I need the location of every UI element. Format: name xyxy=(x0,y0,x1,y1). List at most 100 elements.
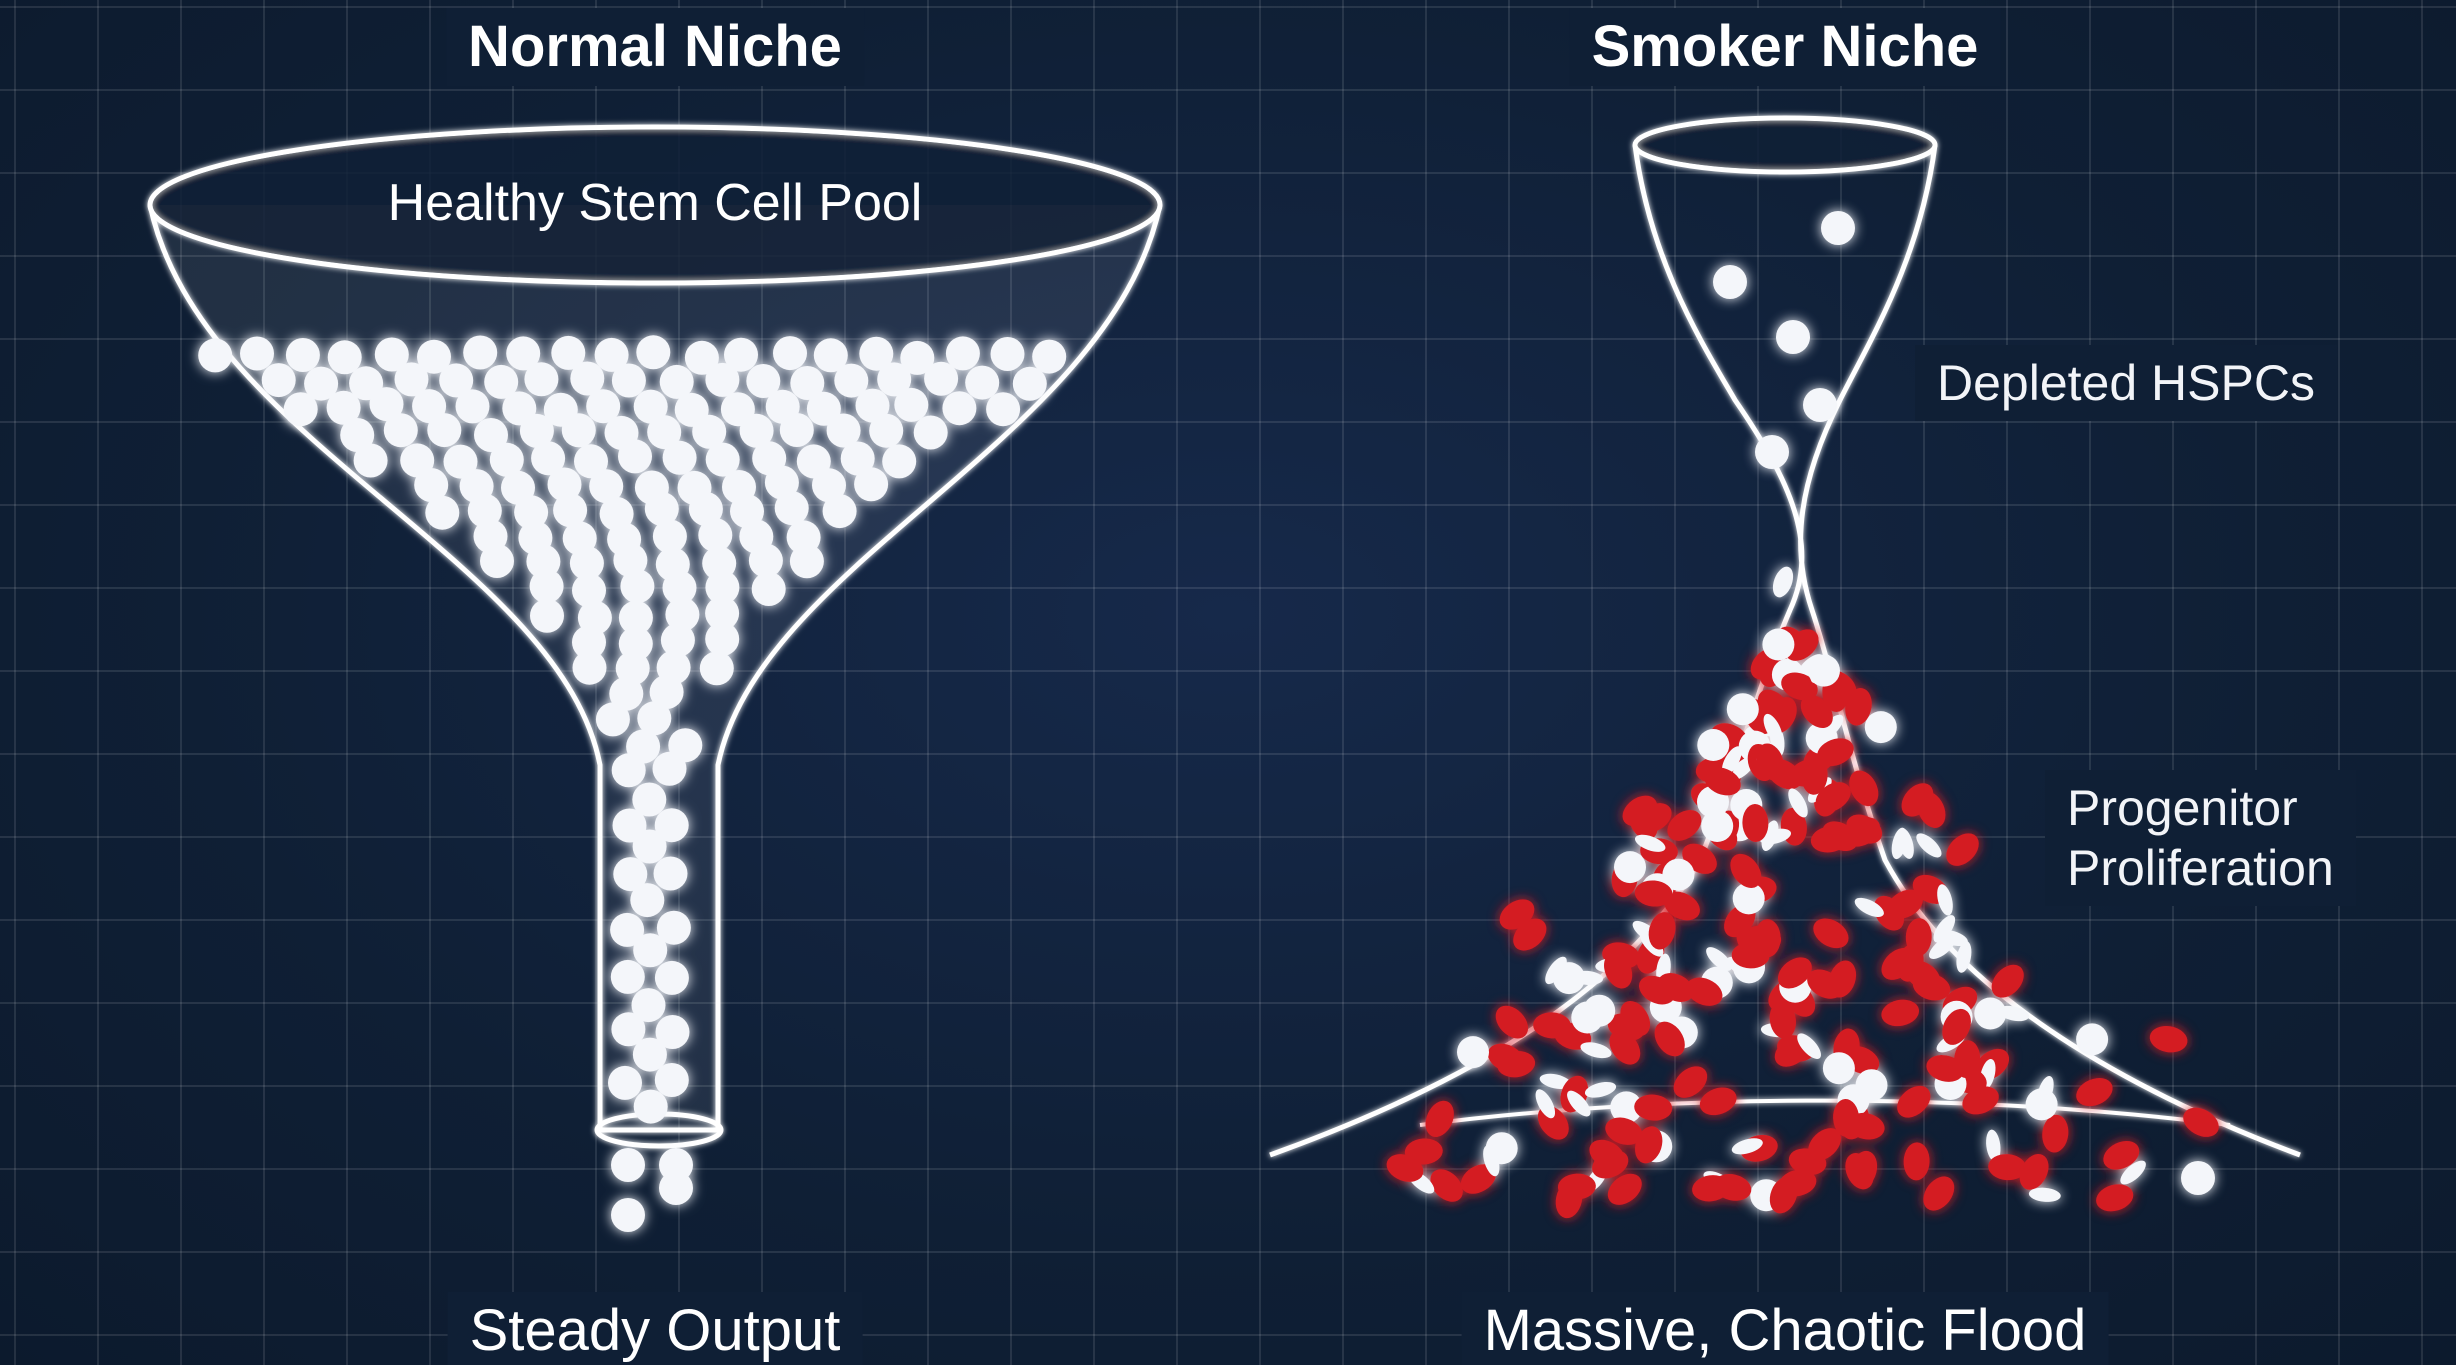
stem-cell xyxy=(1912,829,1945,861)
stem-cell xyxy=(1808,655,1840,687)
stem-cell xyxy=(790,544,824,578)
stem-cell xyxy=(427,413,461,447)
proliferation-label-line-2: Proliferation xyxy=(2067,838,2334,898)
stem-cell xyxy=(573,651,607,685)
stem-cell xyxy=(659,1171,693,1205)
stem-cell xyxy=(456,389,490,423)
stem-cell xyxy=(882,444,916,478)
stem-cell xyxy=(1457,1036,1489,1068)
stem-cell xyxy=(1803,388,1837,422)
stem-cell xyxy=(1032,340,1066,374)
red-progenitor-cell xyxy=(1903,1142,1930,1181)
stem-cell xyxy=(752,572,786,606)
stem-cell xyxy=(1762,629,1794,661)
stem-cell xyxy=(328,340,362,374)
stem-cell xyxy=(1769,564,1797,600)
stem-cell xyxy=(924,362,958,396)
stem-cell xyxy=(2181,1161,2215,1195)
stem-cell xyxy=(1486,1132,1518,1164)
stem-cell xyxy=(655,961,689,995)
stem-cell xyxy=(780,413,814,447)
stem-cell xyxy=(654,857,688,891)
red-progenitor-cell xyxy=(2148,1023,2190,1055)
stem-cell xyxy=(1697,729,1729,761)
stem-cell xyxy=(530,599,564,633)
stem-cell xyxy=(611,960,645,994)
stem-cell xyxy=(1614,851,1646,883)
stem-cell xyxy=(425,496,459,530)
stem-cell xyxy=(1013,367,1047,401)
stem-cell xyxy=(1583,1079,1617,1100)
stem-cell xyxy=(262,363,296,397)
proliferation-label-line-1: Progenitor xyxy=(2067,778,2334,838)
stem-cell xyxy=(986,392,1020,426)
stem-cell xyxy=(618,439,652,473)
stem-cell xyxy=(700,651,734,685)
red-progenitor-cell xyxy=(2072,1073,2117,1112)
stem-cell xyxy=(608,1066,642,1100)
stem-cell xyxy=(1823,1052,1855,1084)
stem-cell xyxy=(2026,1088,2058,1120)
normal-niche-title: Normal Niche xyxy=(446,8,864,86)
smoker-niche-title: Smoker Niche xyxy=(1570,8,2001,86)
stem-cell xyxy=(2076,1023,2108,1055)
stem-cell xyxy=(894,388,928,422)
stem-cell xyxy=(663,441,697,475)
stem-cell xyxy=(612,753,646,787)
stem-cell xyxy=(530,569,564,603)
stem-cell xyxy=(705,622,739,656)
stem-cell xyxy=(286,338,320,372)
stem-cell xyxy=(611,1198,645,1232)
stem-cell xyxy=(1713,265,1747,299)
stem-cell xyxy=(633,830,667,864)
stem-cell xyxy=(524,362,558,396)
stem-cell xyxy=(198,338,232,372)
stem-cell xyxy=(354,444,388,478)
stem-cell xyxy=(1776,320,1810,354)
stem-cell xyxy=(653,752,687,786)
stem-cell xyxy=(1727,693,1759,725)
red-progenitor-cell xyxy=(1879,997,1921,1030)
chaotic-flood-caption: Massive, Chaotic Flood xyxy=(1462,1292,2109,1365)
stem-cell xyxy=(773,336,807,370)
red-progenitor-cell xyxy=(1917,1171,1961,1217)
stem-cell xyxy=(562,413,596,447)
stem-cell xyxy=(914,416,948,450)
stem-cell xyxy=(1583,995,1615,1027)
stem-cell xyxy=(636,335,670,369)
stem-cell xyxy=(612,364,646,398)
stem-cell xyxy=(384,413,418,447)
healthy-pool-label: Healthy Stem Cell Pool xyxy=(388,172,923,234)
red-progenitor-cell xyxy=(1808,912,1854,954)
stem-cell xyxy=(634,1090,668,1124)
stem-cell xyxy=(655,1063,689,1097)
steady-output-caption: Steady Output xyxy=(448,1292,863,1365)
red-progenitor-cell xyxy=(2093,1180,2137,1215)
stem-cell xyxy=(942,391,976,425)
stem-cell xyxy=(705,363,739,397)
stem-cell xyxy=(854,467,888,501)
stem-cell xyxy=(869,414,903,448)
stem-cell xyxy=(823,494,857,528)
red-progenitor-cell xyxy=(1940,827,1985,872)
stem-cell xyxy=(240,337,274,371)
red-progenitor-cell xyxy=(1633,1093,1673,1122)
stem-cell xyxy=(611,1148,645,1182)
stem-cell xyxy=(775,491,809,525)
stem-cell xyxy=(1865,711,1897,743)
stem-cell xyxy=(991,337,1025,371)
depleted-hspcs-label: Depleted HSPCs xyxy=(1915,345,2337,421)
red-progenitor-cell xyxy=(1489,999,1534,1044)
stem-cell xyxy=(630,883,664,917)
stem-cell xyxy=(480,544,514,578)
stem-cell xyxy=(596,702,630,736)
stem-cell xyxy=(284,392,318,426)
smoker-hourglass-rim xyxy=(1635,118,1935,172)
stem-cell xyxy=(633,933,667,967)
red-progenitor-cell xyxy=(1696,1083,1741,1120)
stem-cell xyxy=(620,569,654,603)
stem-cell xyxy=(1755,435,1789,469)
stem-cell xyxy=(1821,211,1855,245)
